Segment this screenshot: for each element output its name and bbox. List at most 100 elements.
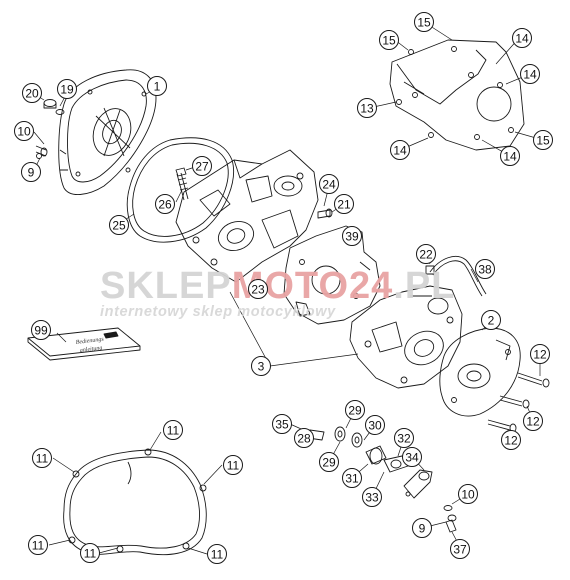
cover-screws [35, 99, 65, 159]
callout-c25: 25 [109, 215, 129, 235]
callout-c39: 39 [342, 226, 362, 246]
callout-c31: 31 [342, 468, 362, 488]
crankcase-right [349, 285, 463, 389]
manual-line-1: Bedienungs [76, 337, 105, 346]
callout-number: 99 [34, 324, 48, 338]
callout-circle [512, 28, 532, 48]
callout-c30: 30 [365, 415, 385, 435]
callout-number: 24 [322, 178, 336, 192]
callout-circle [458, 484, 478, 504]
callout-circle [414, 12, 434, 32]
callout-circle [319, 452, 339, 472]
callout-circle [147, 76, 167, 96]
callout-c1: 1 [147, 76, 167, 96]
callout-c27: 27 [192, 156, 212, 176]
callout-circle [416, 244, 436, 264]
callout-number: 39 [345, 230, 359, 244]
callout-number: 38 [478, 263, 492, 277]
callout-c21: 21 [334, 194, 354, 214]
callout-number: 15 [536, 134, 550, 148]
callout-c20: 20 [22, 83, 42, 103]
callout-c15c: 15 [533, 130, 553, 150]
cover-gasket-large [63, 448, 207, 556]
callout-circle [14, 121, 34, 141]
callout-circle [394, 428, 414, 448]
callout-c2: 2 [481, 310, 501, 330]
callout-circle [319, 174, 339, 194]
callout-number: 14 [503, 150, 517, 164]
callout-number: 12 [526, 415, 540, 429]
callout-number: 28 [297, 432, 311, 446]
callout-circle [251, 356, 271, 376]
callout-c12a: 12 [530, 344, 550, 364]
callout-circle [31, 320, 51, 340]
callout-circle [500, 146, 520, 166]
manual-line-2: anleitung [80, 345, 103, 354]
callout-c29a: 29 [345, 400, 365, 420]
callout-circle [272, 414, 292, 434]
callout-number: 11 [36, 452, 49, 466]
callout-circle [365, 415, 385, 435]
callout-circle [22, 83, 42, 103]
callout-number: 23 [251, 283, 265, 297]
callout-circle [80, 543, 100, 563]
callout-circle [390, 140, 410, 160]
callout-number: 12 [533, 348, 547, 362]
water-pump-cover [439, 327, 521, 417]
callout-c37: 37 [450, 539, 470, 559]
callout-circle [362, 487, 382, 507]
callout-c34: 34 [402, 447, 422, 467]
stud-bolt [175, 167, 189, 201]
callout-circle [357, 98, 377, 118]
callout-circle [334, 194, 354, 214]
callout-circle [207, 544, 227, 564]
callout-circle [412, 518, 432, 538]
callout-circle [530, 344, 550, 364]
callout-c38: 38 [475, 259, 495, 279]
callout-c19: 19 [57, 79, 77, 99]
callout-number: 32 [397, 432, 411, 446]
callout-number: 19 [60, 83, 74, 97]
callout-circle [345, 400, 365, 420]
callout-c14a: 14 [512, 28, 532, 48]
callout-c11a: 11 [163, 420, 183, 440]
callout-c9a: 9 [21, 162, 41, 182]
callout-number: 11 [84, 547, 97, 561]
callout-number: 29 [322, 456, 336, 470]
callout-circle [379, 30, 399, 50]
callout-circle [481, 310, 501, 330]
callout-c11c: 11 [223, 455, 243, 475]
callout-number: 31 [345, 472, 359, 486]
callout-circle [523, 411, 543, 431]
callout-c13: 13 [357, 98, 377, 118]
callout-c12b: 12 [523, 411, 543, 431]
callout-c14b: 14 [520, 64, 540, 84]
callout-circle [192, 156, 212, 176]
clutch-cover-gasket [126, 137, 234, 243]
callout-number: 1 [154, 80, 161, 94]
callout-number: 34 [405, 451, 419, 465]
callout-c11b: 11 [32, 448, 52, 468]
water-pump-gasket [389, 39, 525, 151]
callout-circle [342, 226, 362, 246]
callout-circle [402, 447, 422, 467]
callout-number: 37 [453, 543, 467, 557]
callout-circle [109, 215, 129, 235]
callout-c3: 3 [251, 356, 271, 376]
callout-number: 30 [368, 419, 382, 433]
callout-circle [450, 539, 470, 559]
callout-number: 15 [417, 16, 431, 30]
callout-circle [520, 64, 540, 84]
callout-c12c: 12 [501, 430, 521, 450]
callout-c15b: 15 [414, 12, 434, 32]
callout-circle [57, 79, 77, 99]
callout-circle [294, 428, 314, 448]
watermark: SKLEPMOTO24.PL internetowy sklep motocyk… [100, 265, 454, 320]
callout-circle [248, 279, 268, 299]
callout-c15a: 15 [379, 30, 399, 50]
callout-number: 27 [195, 160, 209, 174]
callout-c24: 24 [319, 174, 339, 194]
callout-number: 3 [258, 360, 265, 374]
small-screw [317, 208, 333, 219]
